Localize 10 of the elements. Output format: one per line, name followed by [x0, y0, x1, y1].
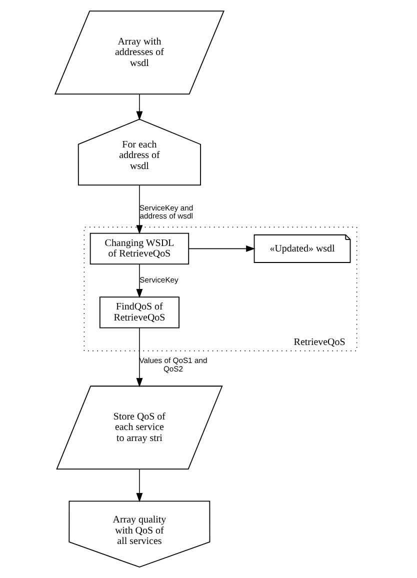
arrow	[136, 184, 142, 234]
arrow	[136, 327, 142, 388]
arrow	[188, 245, 255, 252]
node-box: FindQoS of RetrieveQoS	[98, 296, 179, 328]
edge-label: ServiceKey and address of wsdl	[139, 203, 193, 221]
arrow	[136, 264, 142, 298]
node-box: Changing WSDL of RetrieveQoS	[89, 232, 189, 264]
edge-label: ServiceKey	[139, 275, 178, 284]
arrow	[136, 94, 142, 121]
arrow	[136, 468, 142, 502]
